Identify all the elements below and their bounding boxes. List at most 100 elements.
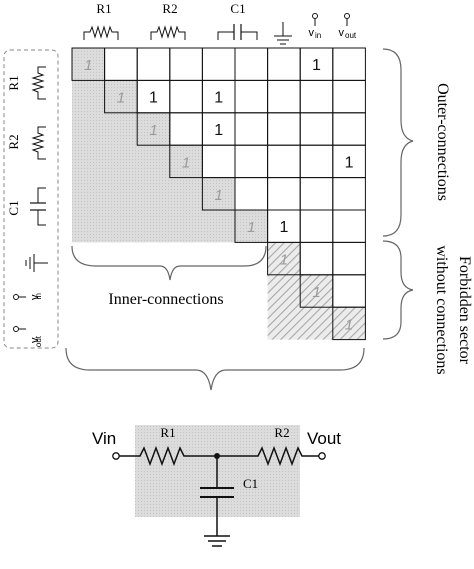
col-label-vin-sub: in — [315, 31, 321, 40]
row-label-r1: R1 — [6, 75, 21, 90]
col-label-c1: C1 — [230, 1, 245, 16]
matrix-cell — [169, 47, 203, 81]
vout-terminal-icon — [318, 452, 326, 460]
matrix-cell — [234, 79, 269, 114]
matrix-cell — [299, 241, 334, 276]
col-label-vout: v — [339, 27, 345, 39]
vin-label: Vin — [92, 429, 116, 448]
diagonal-value: 1 — [149, 122, 157, 139]
matrix-cell — [201, 47, 236, 81]
matrix-cell — [299, 79, 334, 114]
diagonal-value: 1 — [84, 57, 92, 74]
col-header-ground — [274, 22, 292, 45]
row-headers: R1 R2 C1 v in v — [3, 49, 59, 349]
row-header-r2: R2 — [6, 126, 46, 160]
outer-connections-label: Outer-connections — [434, 83, 451, 201]
connection-value: 1 — [214, 122, 223, 139]
matrix-cell — [267, 47, 301, 81]
outer-connections-brace — [382, 48, 414, 237]
matrix-cell — [201, 144, 236, 179]
matrix-cell — [267, 79, 301, 114]
terminal-icon — [13, 294, 19, 300]
col-header-r1: R1 — [83, 1, 119, 40]
bottom-brace — [65, 347, 365, 391]
row-header-r1: R1 — [6, 66, 46, 100]
col-header-r2: R2 — [150, 1, 186, 40]
matrix-cell — [267, 177, 301, 211]
diagonal-value: 1 — [215, 187, 223, 204]
matrix-cell — [332, 47, 366, 81]
matrix-cell — [234, 144, 269, 179]
forbidden-sector-label-2: without connections — [433, 245, 450, 374]
diagonal-value: 1 — [312, 284, 320, 301]
resistor-icon — [31, 66, 46, 100]
col-header-vin: v in — [309, 13, 321, 40]
matrix-cell — [234, 112, 269, 146]
matrix-cell — [169, 112, 203, 146]
circuit-wire — [119, 445, 319, 467]
inner-connections-brace — [71, 245, 267, 281]
matrix-cell — [234, 177, 269, 211]
matrix-cell — [332, 177, 366, 211]
matrix-cell — [299, 209, 334, 243]
matrix-cell — [234, 47, 269, 81]
diagonal-value: 1 — [247, 219, 255, 236]
forbidden-sector-brace — [382, 240, 414, 340]
matrix-cell — [267, 144, 301, 179]
row-header-ground — [25, 254, 48, 272]
row-header-vout: v out — [13, 326, 43, 347]
diagonal-value: 1 — [182, 154, 190, 171]
circuit-schematic: Vin Vout R1 R2 C1 — [92, 425, 341, 547]
row-header-box — [3, 49, 59, 349]
capacitor-icon — [37, 187, 46, 203]
inner-connections-label: Inner-connections — [108, 291, 223, 308]
row-header-vin: v in — [13, 293, 43, 300]
matrix-cell — [299, 112, 334, 146]
col-label-r1: R1 — [96, 1, 111, 16]
col-label-vin: v — [309, 27, 315, 39]
row-label-vin-sub: in — [34, 293, 43, 299]
connection-value: 1 — [149, 90, 158, 107]
matrix-cell — [332, 241, 366, 276]
circuit-c1-label: C1 — [243, 476, 258, 491]
connection-value: 1 — [279, 219, 288, 236]
matrix-cell — [169, 79, 203, 114]
capacitor-icon — [217, 31, 234, 40]
connection-value: 1 — [345, 154, 354, 171]
forbidden-sector-label-1: Forbidden sector — [456, 256, 473, 365]
row-header-c1: C1 — [6, 187, 46, 226]
matrix-cell — [332, 112, 366, 146]
terminal-icon — [344, 13, 350, 19]
row-label-vout-sub: out — [34, 335, 43, 347]
row-label-vin: v — [29, 294, 41, 300]
diagonal-value: 1 — [280, 252, 288, 269]
col-header-c1: C1 — [217, 1, 258, 40]
col-header-vout: v out — [339, 13, 357, 40]
matrix-cell — [299, 144, 334, 179]
row-label-vout: v — [29, 337, 41, 343]
matrix-cell — [267, 112, 301, 146]
matrix-cell — [299, 177, 334, 211]
vout-label: Vout — [307, 429, 341, 448]
circuit-r2-label: R2 — [274, 425, 289, 440]
matrix-cell — [332, 306, 366, 341]
matrix-cell — [136, 47, 171, 81]
matrix-cell — [104, 47, 138, 81]
matrix-cell — [332, 79, 366, 114]
resistor-icon — [31, 126, 46, 160]
diagonal-value: 1 — [117, 90, 125, 107]
connection-value: 1 — [214, 90, 223, 107]
forbidden-sector-region — [267, 242, 366, 340]
diagonal-value: 1 — [345, 316, 353, 333]
circuit-r1-label: R1 — [160, 425, 175, 440]
column-headers: R1 R2 C1 v in v — [83, 1, 357, 45]
resistor-icon — [150, 25, 186, 40]
connection-value: 1 — [312, 57, 321, 74]
resistor-icon — [83, 25, 119, 40]
connection-matrix: 1 1 1 1 1 1 1 1 1 1 1 1 1 1 1 — [71, 47, 366, 341]
row-label-c1: C1 — [6, 200, 21, 215]
row-label-r2: R2 — [6, 134, 21, 149]
matrix-cell — [332, 209, 366, 243]
vin-terminal-icon — [112, 452, 120, 460]
